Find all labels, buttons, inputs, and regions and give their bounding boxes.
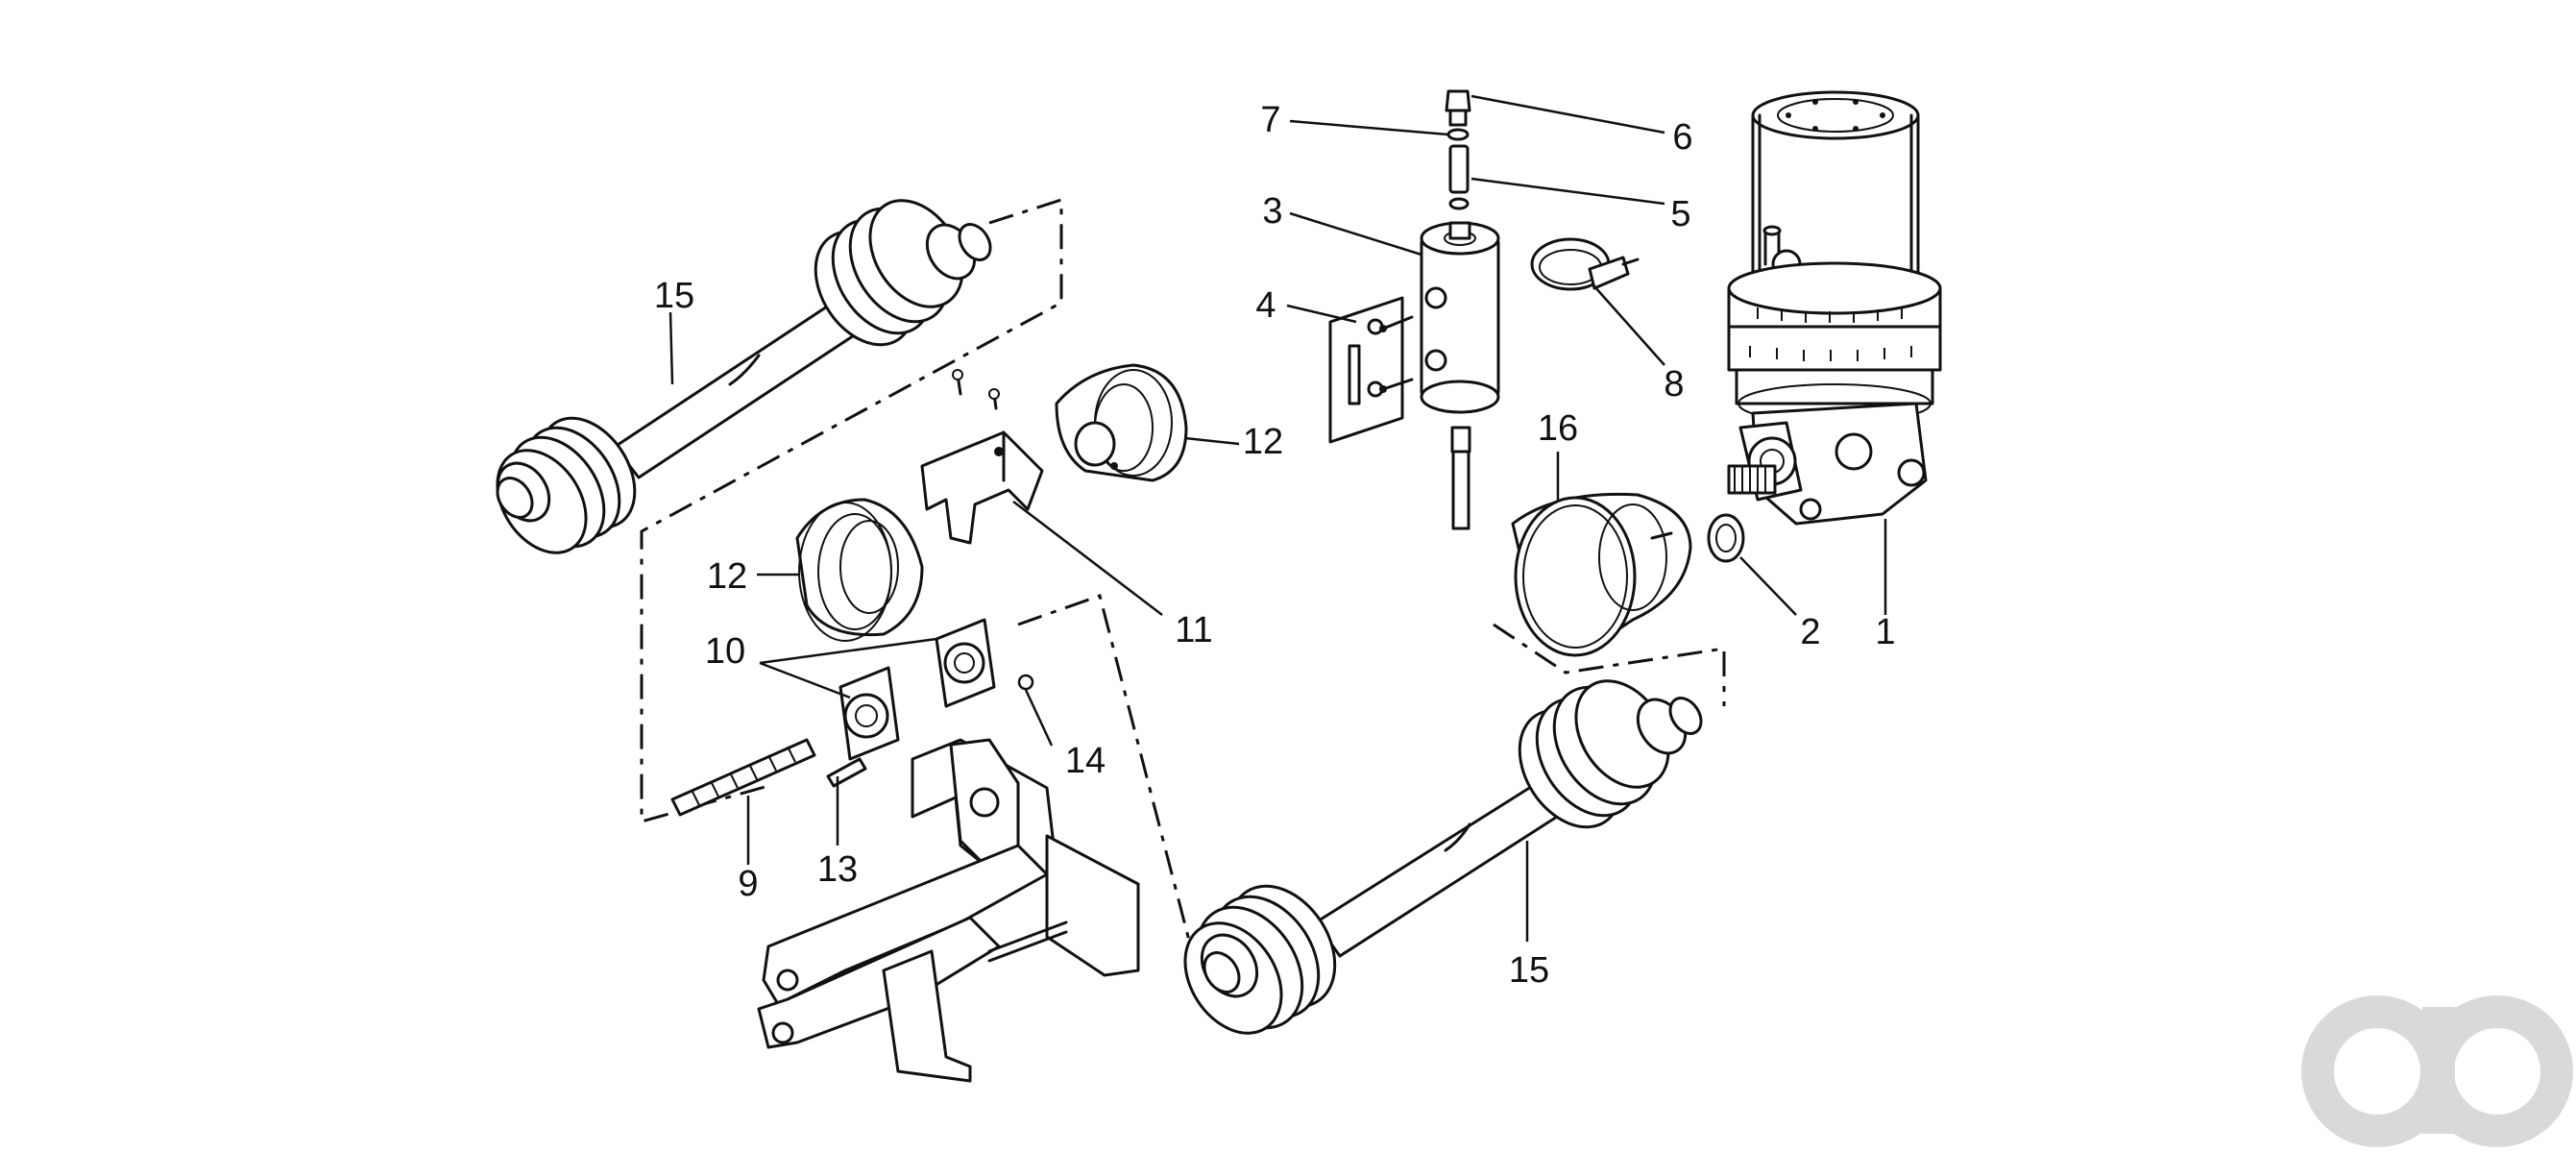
callout-13: 13 (817, 849, 858, 890)
callout-9: 9 (738, 864, 758, 904)
drive-shaft-upper (496, 199, 992, 554)
callout-4: 4 (1255, 285, 1276, 326)
bearing-flanges (838, 618, 1034, 761)
callout-15-upper: 15 (654, 276, 694, 316)
shield-cone-16 (1511, 492, 1692, 657)
seal-ring (1707, 513, 1745, 563)
shield-cone-upper (1055, 363, 1188, 482)
shield-cone-lower (795, 498, 924, 642)
callout-15-lower: 15 (1509, 950, 1549, 991)
callout-7: 7 (1260, 100, 1280, 140)
callout-1: 1 (1875, 612, 1895, 652)
callout-2: 2 (1800, 612, 1820, 652)
hose-clamp (1530, 237, 1640, 291)
callout-12-lower: 12 (707, 556, 747, 597)
assembly-center-lines (640, 197, 1726, 986)
leader-lines (668, 94, 1887, 942)
callout-labels: 1 2 3 4 5 6 7 8 9 10 11 12 12 13 14 15 1… (654, 100, 1896, 991)
callout-6: 6 (1672, 117, 1692, 158)
fittings-5-6-7 (1445, 89, 1471, 530)
callout-10: 10 (705, 631, 745, 672)
callout-16: 16 (1538, 408, 1578, 449)
gearbox (1727, 90, 1942, 526)
callout-11: 11 (1175, 610, 1212, 650)
callout-14: 14 (1065, 741, 1106, 781)
mounting-bracket (920, 369, 1044, 545)
hitch-frame (757, 738, 1140, 1083)
callout-3: 3 (1262, 191, 1282, 232)
pin (826, 757, 867, 788)
callout-8: 8 (1664, 364, 1684, 405)
oil-reservoir (1328, 221, 1500, 444)
threaded-stud (670, 738, 816, 817)
callout-5: 5 (1670, 194, 1690, 234)
drive-shaft-lower (1183, 679, 1703, 1035)
callout-12-upper: 12 (1243, 422, 1283, 462)
watermark-logo (2301, 995, 2573, 1147)
